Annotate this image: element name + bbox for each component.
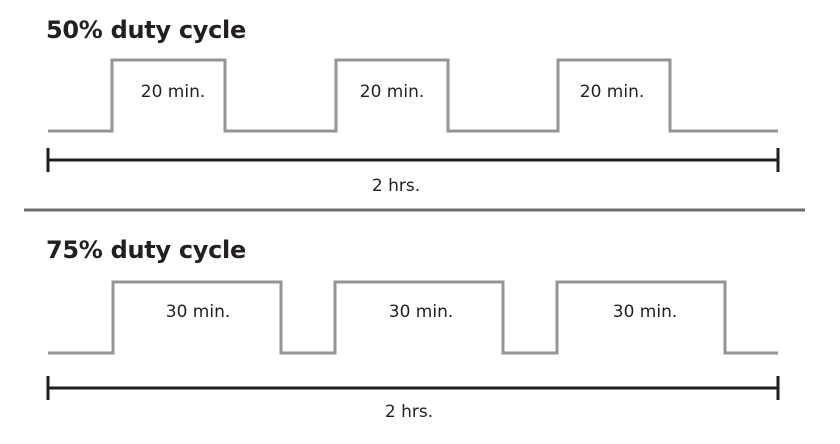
pulse-label: 20 min. [580, 82, 645, 102]
pulse-label: 20 min. [141, 82, 206, 102]
panel-title-50-percent: 50% duty cycle [46, 16, 246, 44]
pulse-label: 30 min. [389, 302, 454, 322]
waveform-75-percent [48, 280, 778, 355]
pulse-label: 30 min. [613, 302, 678, 322]
timeline-75-percent [46, 376, 780, 400]
waveform-50-percent [48, 58, 778, 133]
timeline-50-percent [46, 148, 780, 172]
pulse-label: 30 min. [166, 302, 231, 322]
panel-title-75-percent: 75% duty cycle [46, 236, 246, 264]
span-label: 2 hrs. [385, 402, 433, 422]
span-label: 2 hrs. [372, 176, 420, 196]
pulse-label: 20 min. [360, 82, 425, 102]
